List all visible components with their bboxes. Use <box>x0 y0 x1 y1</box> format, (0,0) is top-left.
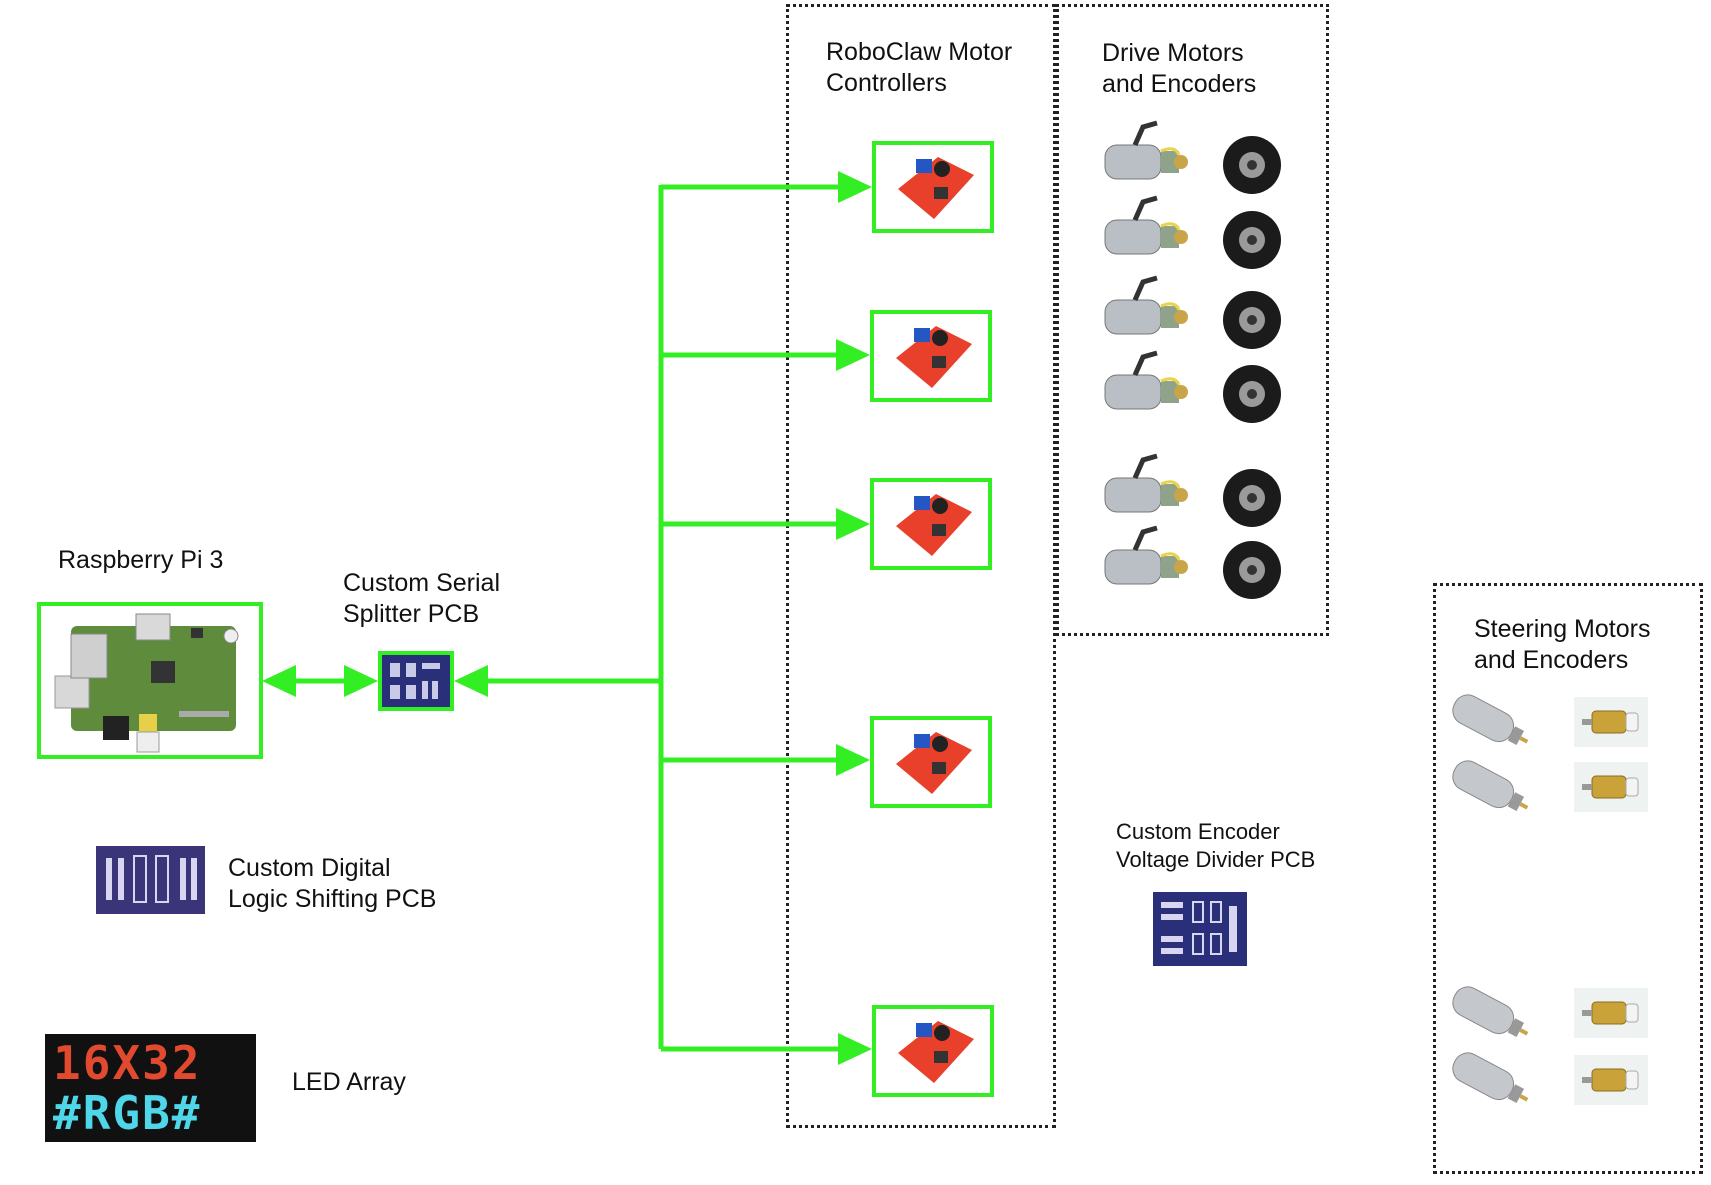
roboclaw-controller-2 <box>870 310 992 402</box>
roboclaw-label: RoboClaw Motor Controllers <box>826 38 1013 97</box>
logic-shifting-label: Custom Digital Logic Shifting PCB <box>228 854 437 913</box>
encoder-divider-pcb <box>1153 892 1247 966</box>
serial-splitter-label: Custom Serial Splitter PCB <box>343 569 500 628</box>
drive-motors-group-box <box>1056 4 1329 636</box>
serial-splitter-pcb <box>390 663 440 699</box>
steering-motors-group-box <box>1433 583 1703 1174</box>
led-array-text-line2: #RGB# <box>53 1086 202 1140</box>
raspberry-pi-board <box>54 613 239 753</box>
roboclaw-controller-4 <box>870 716 992 808</box>
logic-shifting-pcb <box>96 846 205 914</box>
serial-splitter-pcb-box <box>378 651 454 711</box>
raspberry-pi-label: Raspberry Pi 3 <box>58 546 224 574</box>
encoder-divider-label: Custom Encoder Voltage Divider PCB <box>1116 819 1316 872</box>
raspberry-pi-box <box>37 602 263 759</box>
led-array-panel: 16X32 #RGB# <box>45 1034 256 1142</box>
roboclaw-controller-5 <box>872 1005 994 1097</box>
drive-motors-label: Drive Motors and Encoders <box>1102 39 1257 98</box>
led-array-text-line1: 16X32 <box>53 1036 202 1090</box>
roboclaw-controller-3 <box>870 478 992 570</box>
roboclaw-controller-1 <box>872 141 994 233</box>
roboclaw-group-box <box>786 4 1056 1128</box>
led-array-label: LED Array <box>292 1068 406 1096</box>
steering-motors-label: Steering Motors and Encoders <box>1474 615 1651 674</box>
